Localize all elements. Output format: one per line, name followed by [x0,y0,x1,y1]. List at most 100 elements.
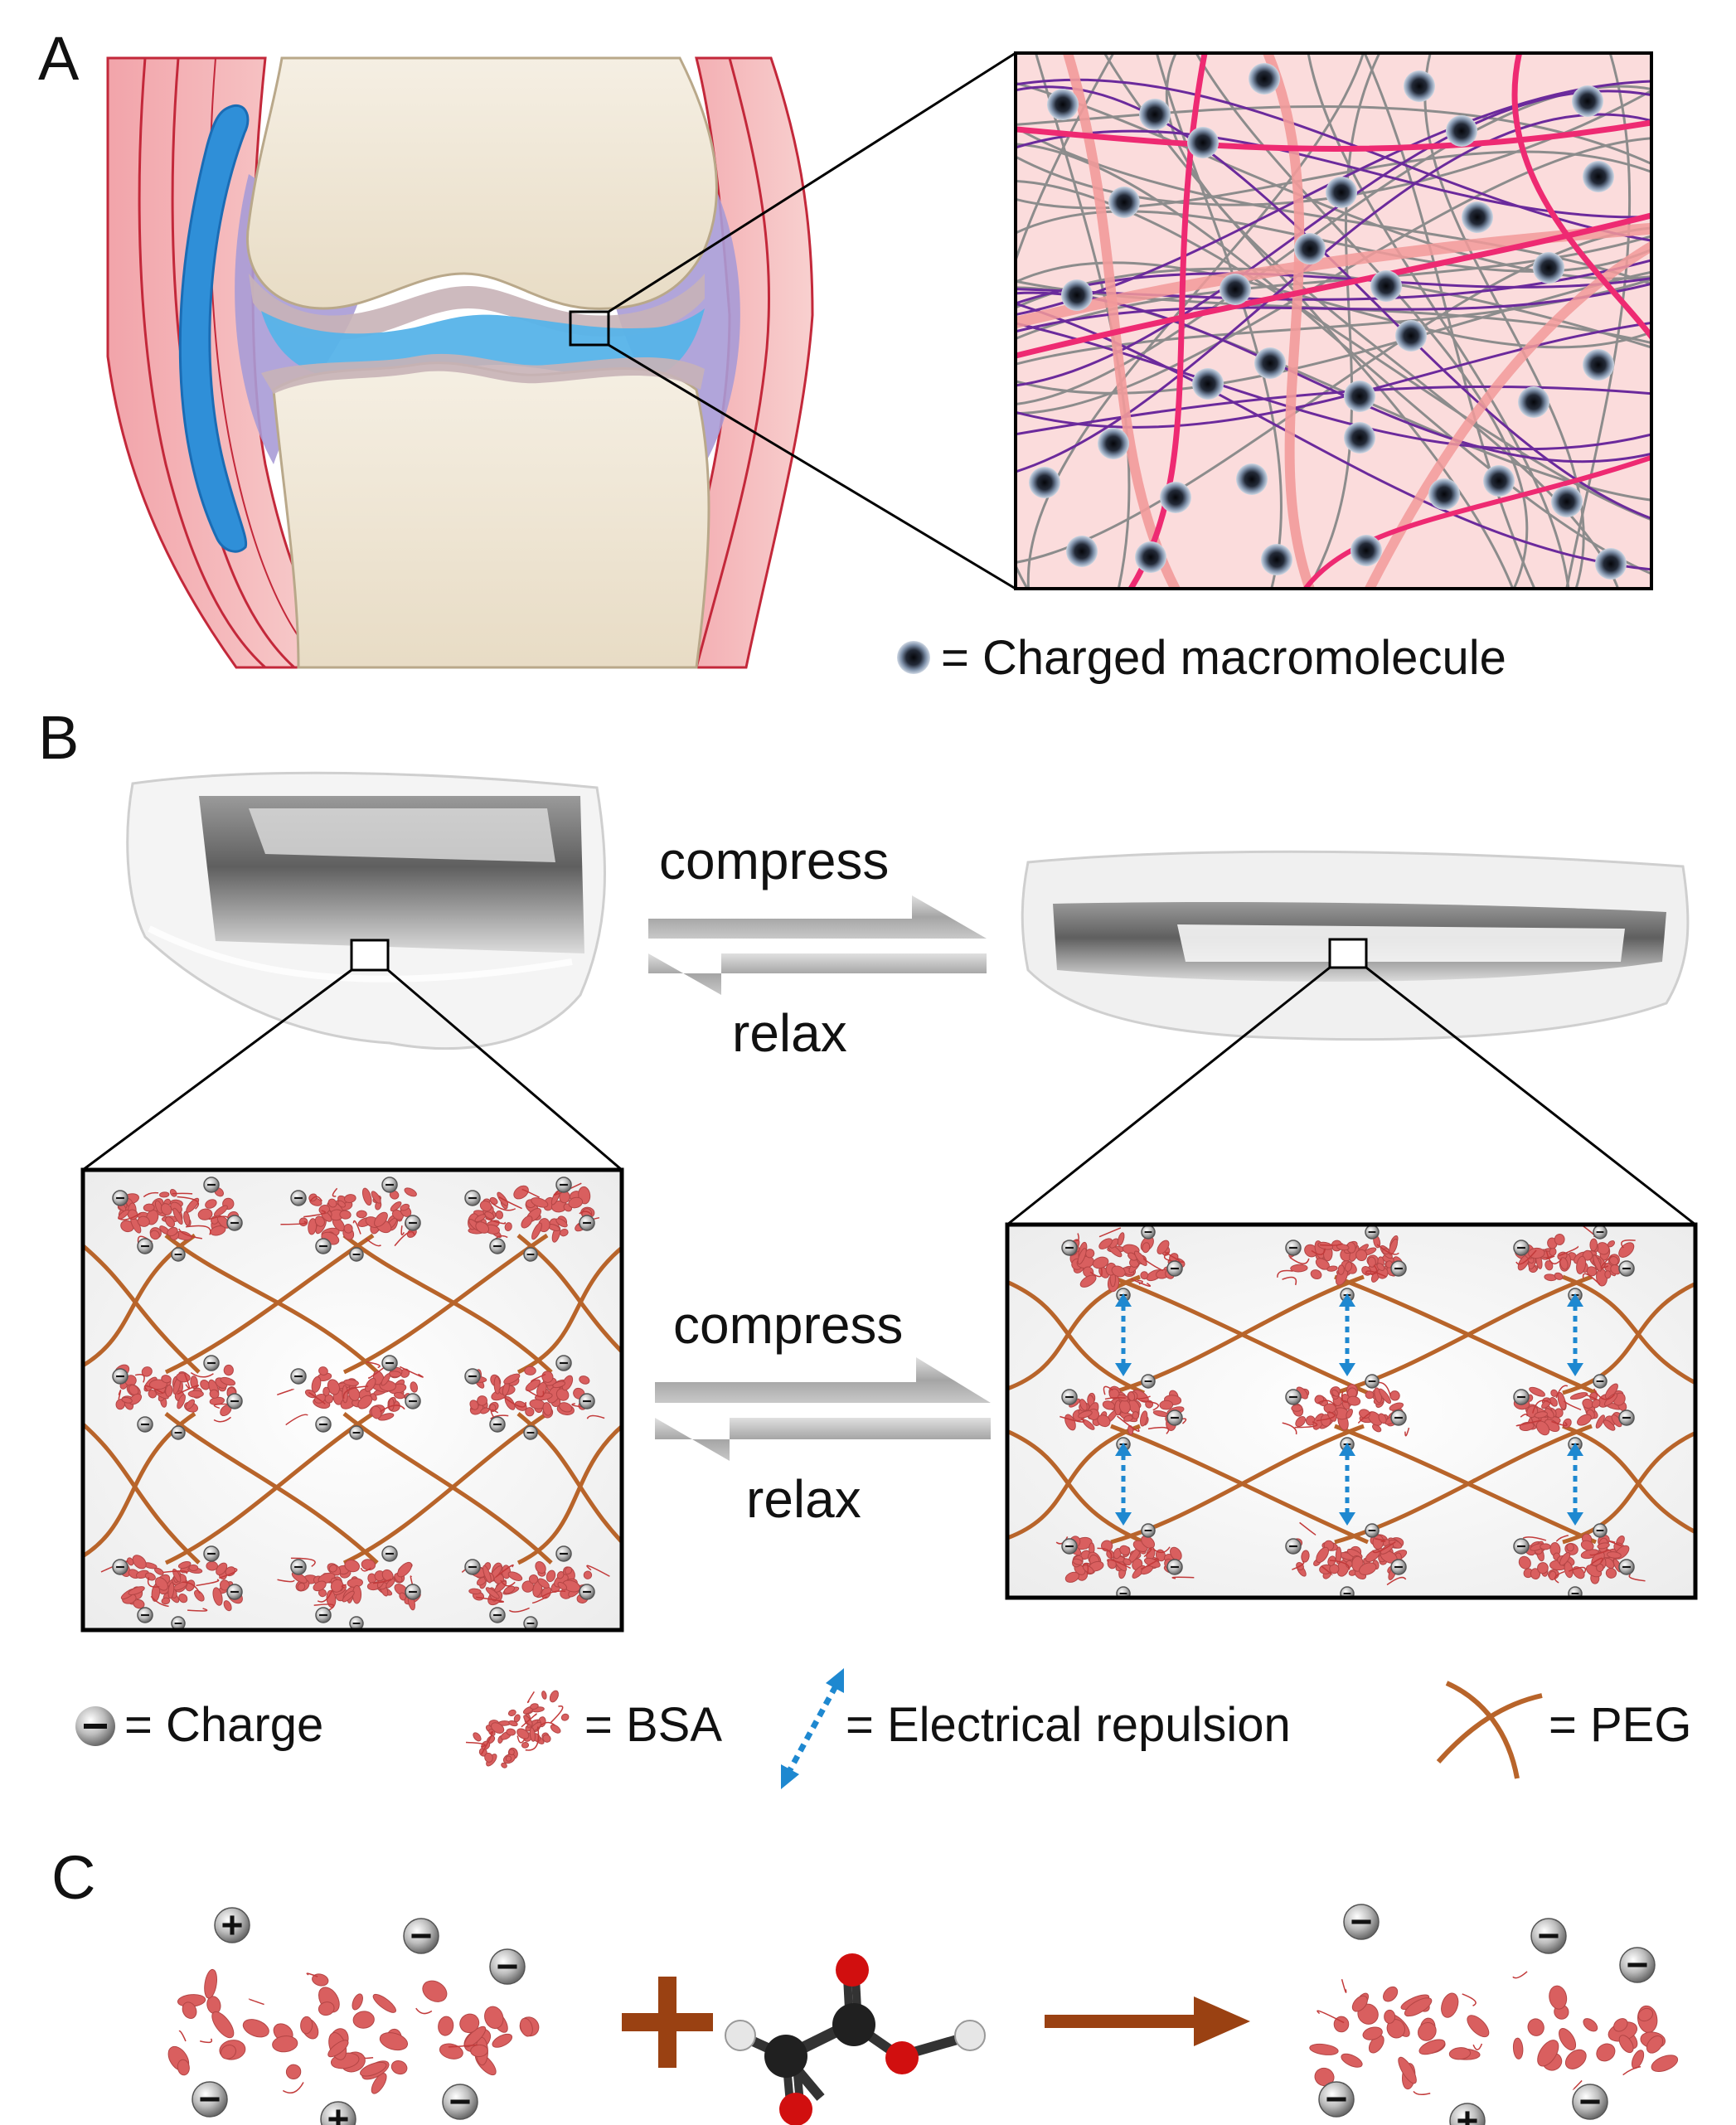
charged-macromolecule-dot [1533,252,1564,284]
negative-charge-icon [555,1355,572,1371]
negative-charge-icon [1166,1260,1183,1277]
reaction-arrow [1045,1996,1250,2046]
peg-chain [516,1234,622,1355]
negative-charge-icon [1061,1389,1078,1405]
repulsion-arrow-head [1115,1363,1132,1376]
bsa-protein-modified [1309,1971,1679,2096]
negative-charge-icon [555,1177,572,1193]
bsa-protein [280,1187,417,1247]
negative-charge-icon [489,1948,526,1985]
negative-charge-icon [290,1559,307,1575]
charged-macromolecule-dot [1551,486,1583,517]
negative-charge-icon [1141,1225,1156,1240]
charged-macromolecule-dot [1098,428,1129,459]
matrix-fiber [1262,53,1316,589]
negative-charge-icon [349,1616,364,1630]
negative-charge-icon [290,1190,307,1206]
top-forward-arrow [648,895,987,939]
negative-charge-icon [137,1238,153,1254]
peg-chain [164,1411,375,1565]
peg-chain [1007,1424,1141,1540]
charged-macromolecule-dot [1583,349,1614,381]
peg-chain [1562,1430,1695,1545]
charge-icon [75,1706,115,1746]
bsa-protein [465,1690,570,1768]
negative-charge-icon [579,1215,595,1231]
hydrogel-compressed [1006,850,1696,1226]
negative-charge-icon [1343,1904,1380,1940]
matrix-fiber [1016,272,1651,305]
negative-charge-icon [1285,1538,1302,1555]
charged-macromolecule-dot [1220,274,1251,305]
negative-charge-icon [1141,1523,1156,1538]
negative-charge-icon [1285,1389,1302,1405]
bottom-reverse-arrow [655,1418,991,1461]
repulsion-arrow-head [1567,1293,1583,1307]
bsa-protein-native [167,1968,540,2094]
legend-repulsion-label: = Electrical repulsion [846,1698,1291,1752]
peg-chain [1562,1424,1695,1535]
bsa-protein [100,1555,243,1612]
top-relax-label: relax [732,1003,847,1063]
negative-charge-icon [1061,1240,1078,1256]
negative-charge-icon [226,1584,243,1600]
bsa-protein [1277,1235,1404,1286]
negative-charge-icon [523,1616,538,1630]
bsa-icon [465,1690,570,1768]
negative-charge-icon [1513,1389,1530,1405]
charged-macromolecule-dot [1395,320,1427,352]
charged-macromolecule-dot [1029,467,1060,498]
peg-chain [342,1412,553,1565]
negative-charge-icon [523,1425,538,1440]
negative-charge-icon [1285,1240,1302,1256]
peg-chain [342,1234,553,1374]
fiber-network [1016,53,1651,589]
matrix-fiber [1016,129,1651,219]
repulsion-arrow-head [1115,1512,1132,1526]
peg-chain [1562,1281,1695,1395]
negative-charge-icon [464,1368,481,1385]
matrix-fiber [1016,119,1651,152]
negative-charge-icon [112,1368,129,1385]
negative-charge-icon [315,1238,332,1254]
positive-charge-icon [1449,2103,1486,2125]
negative-charge-icon [489,1238,506,1254]
negative-charge-icon [1141,1374,1156,1389]
top-reverse-arrow [648,953,987,995]
negative-charge-icon [489,1416,506,1433]
negative-charge-icon [192,2081,228,2118]
matrix-fiber [1016,322,1651,451]
peg-chain [1007,1279,1145,1395]
charged-macromolecule-dot [1139,99,1171,130]
matrix-fiber [1016,113,1651,473]
negative-charge-icon [1618,1559,1635,1575]
negative-charge-icon [1568,1586,1583,1598]
charged-macromolecule-dot [1249,63,1280,95]
electrical-repulsion-icon [781,1668,844,1789]
negative-charge-icon [1390,1409,1407,1426]
charged-macromolecule-dot [1061,279,1093,311]
glyoxylic-acid-molecule-icon [725,1953,986,2125]
negative-charge-icon [1390,1559,1407,1575]
negative-charge-icon [1365,1523,1380,1538]
negative-charge-icon [349,1247,364,1262]
charged-macromolecule-dot [1135,541,1166,573]
peg-chain [1110,1424,1369,1545]
repulsion-arrow-head [1567,1512,1583,1526]
matrix-fiber [1016,385,1651,436]
charged-macromolecule-dot [1160,482,1191,513]
matrix-fiber [1195,53,1529,589]
negative-charge-icon [1572,2084,1608,2120]
repulsion-arrow-head [1339,1512,1355,1526]
peg-chain [1334,1274,1597,1395]
legend-bsa-label: = BSA [584,1698,722,1752]
negative-charge-icon [464,1190,481,1206]
negative-charge-icon [1166,1559,1183,1575]
charged-macromolecule-dot [1370,270,1402,302]
peg-chain [164,1233,375,1375]
peg-icon [1436,1681,1543,1779]
bsa-array-compressed [1055,1225,1646,1598]
charged-macromolecule-dot [1595,548,1627,580]
negative-charge-icon [315,1416,332,1433]
